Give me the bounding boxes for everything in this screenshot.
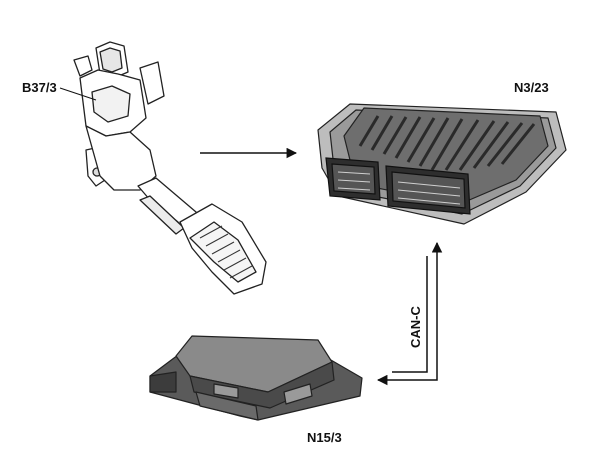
engine-ecu-label: N3/23 bbox=[514, 80, 549, 95]
pedal-label-leader bbox=[59, 87, 97, 101]
pedal-pad-ribs bbox=[199, 225, 253, 279]
ecu-cooling-fins bbox=[358, 115, 536, 171]
can-bus-line-outer bbox=[376, 241, 443, 386]
ecu-connector-pins bbox=[337, 171, 461, 205]
can-bus-label: CAN-C bbox=[408, 306, 423, 348]
pedal-sensor-label: B37/3 bbox=[22, 80, 57, 95]
transmission-control-unit-icon bbox=[149, 335, 363, 421]
transmission-ecu-label: N15/3 bbox=[307, 430, 342, 445]
accelerator-pedal-icon bbox=[73, 41, 267, 295]
can-bus-line-inner bbox=[392, 256, 428, 373]
